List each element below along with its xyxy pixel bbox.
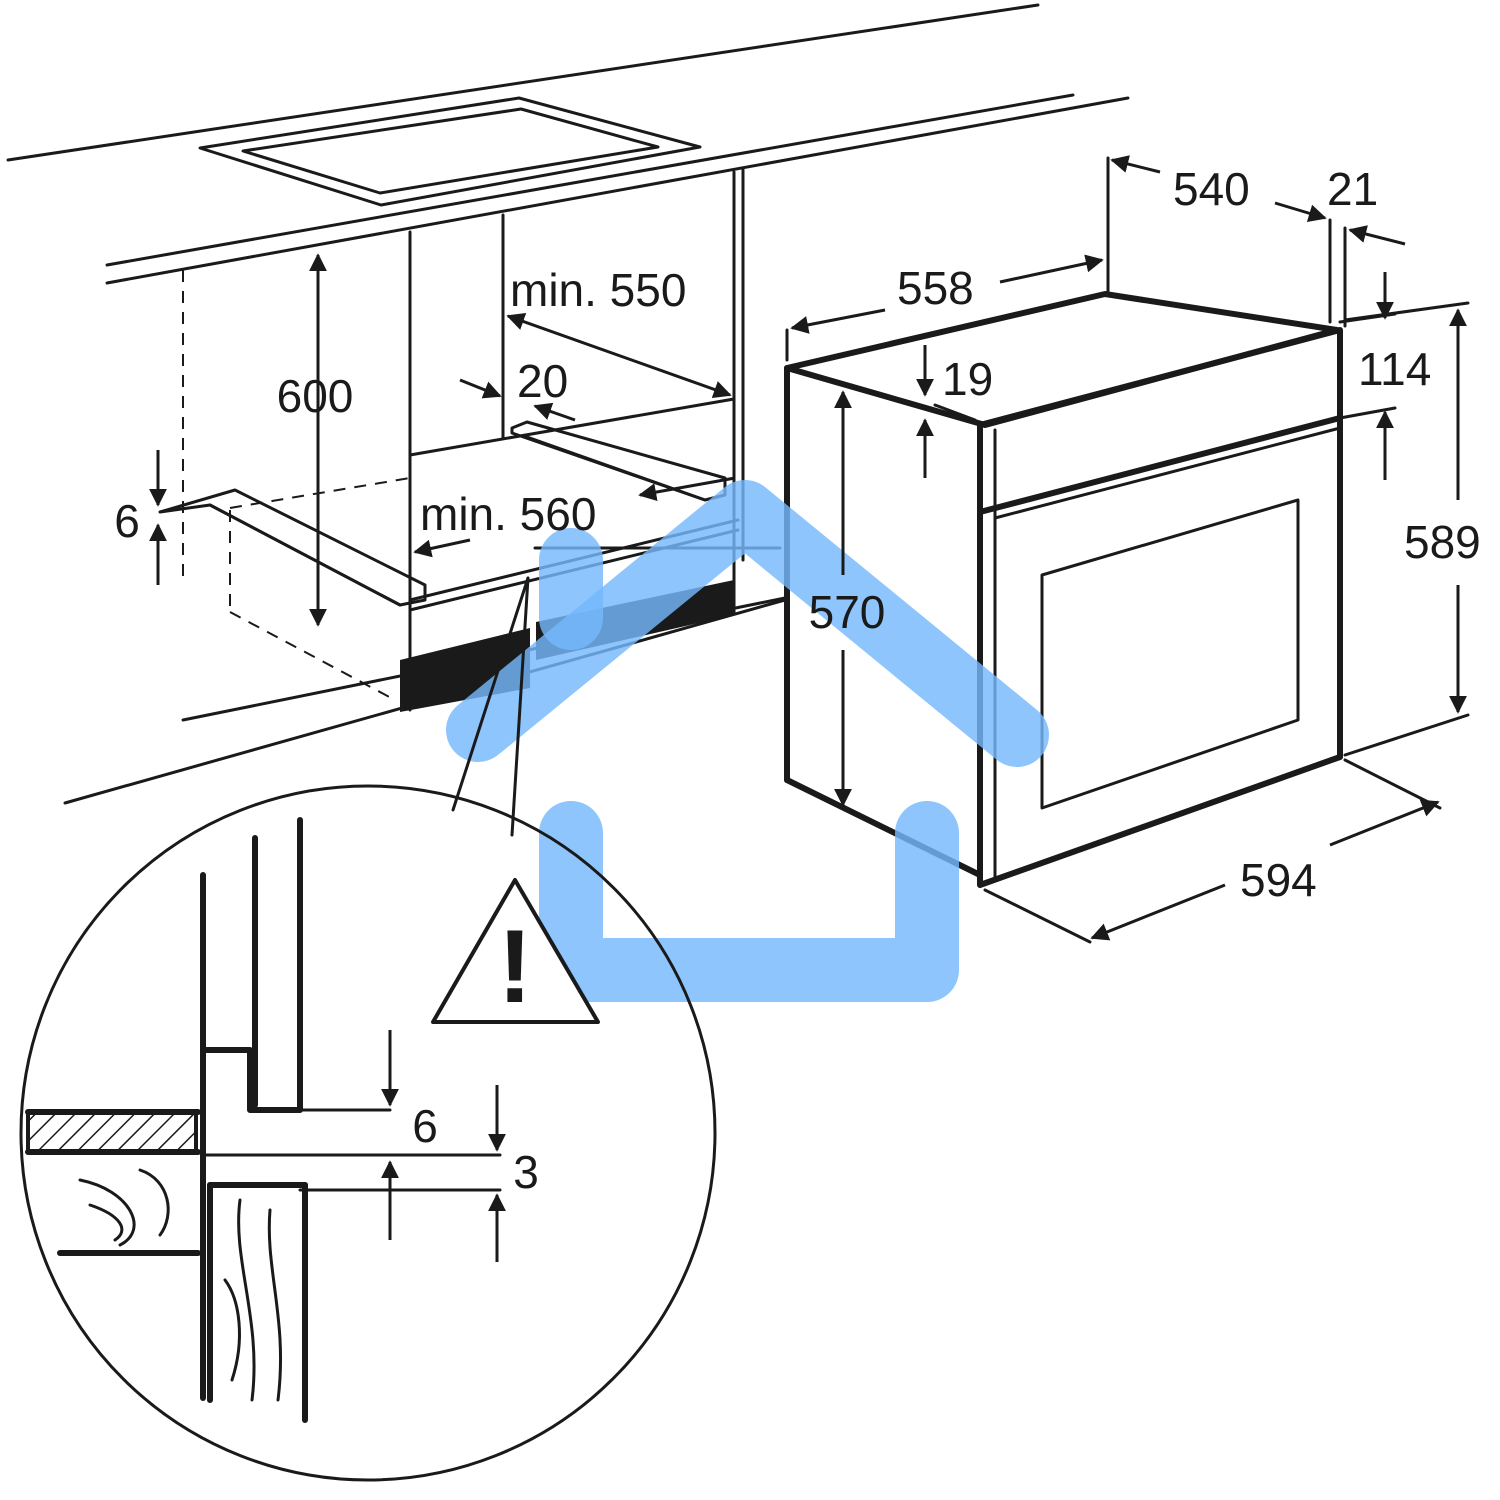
label-cabinet-depth-min: min. 550	[510, 264, 686, 316]
worktop	[6, 3, 1130, 285]
detail-callout	[19, 576, 717, 1482]
hob	[198, 96, 702, 207]
label-oven-top-depth: 558	[897, 262, 974, 314]
dimension-labels: 600 min. 550 20 min. 560 6 558 540 21 19…	[114, 163, 1481, 1198]
label-oven-body-height: 570	[809, 586, 886, 638]
label-oven-width: 594	[1240, 854, 1317, 906]
label-oven-front-height: 589	[1404, 516, 1481, 568]
home-outline-icon	[446, 480, 1049, 1002]
label-rear-gap: 20	[517, 355, 568, 407]
warning-triangle-icon: !	[431, 878, 600, 1025]
label-top-offset: 19	[942, 353, 993, 405]
label-oven-body-depth: 540	[1173, 163, 1250, 215]
label-detail-gap-b: 3	[513, 1146, 539, 1198]
label-support-height: 6	[114, 495, 140, 547]
warning-glyph: !	[498, 909, 533, 1025]
label-panel-thickness: 21	[1327, 163, 1378, 215]
label-detail-gap-a: 6	[412, 1100, 438, 1152]
dimension-lines	[149, 155, 1470, 944]
label-cabinet-width-min: min. 560	[420, 488, 596, 540]
label-control-panel-height: 114	[1358, 343, 1431, 395]
label-cabinet-height: 600	[277, 370, 354, 422]
